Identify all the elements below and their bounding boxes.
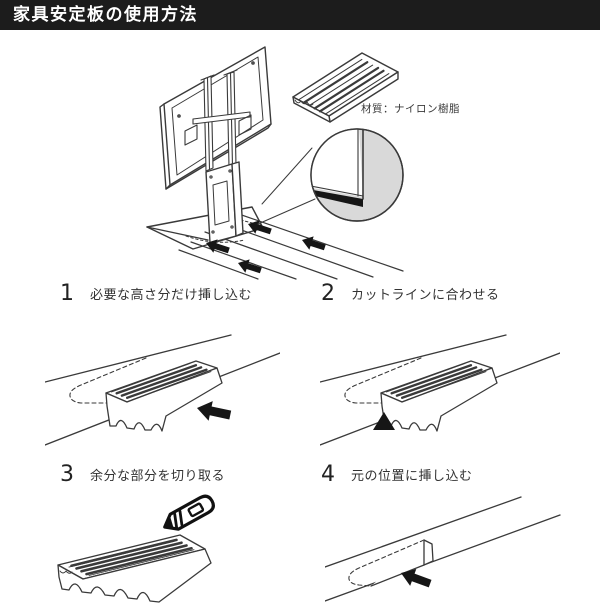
insert-arrow-icon <box>197 401 232 421</box>
stabilizer-plate-drawing <box>380 360 498 432</box>
step-1-label: 必要な高さ分だけ挿し込む <box>90 287 253 303</box>
step-2-label: カットラインに合わせる <box>351 287 500 303</box>
step-4-label: 元の位置に挿し込む <box>351 468 473 484</box>
step-2-illustration <box>320 334 560 446</box>
base-plate-drawing <box>146 206 264 250</box>
step-1-illustration <box>45 334 280 446</box>
material-label: 材質：ナイロン樹脂 <box>361 103 460 115</box>
insert-arrow-icon <box>401 568 432 588</box>
step-4-header: 4 元の位置に挿し込む <box>321 461 473 487</box>
step-3-label: 余分な部分を切り取る <box>90 468 226 484</box>
step-4-illustration <box>325 496 561 602</box>
hidden-plate-outline <box>69 357 147 404</box>
utility-knife-icon <box>163 494 215 531</box>
cut-line-triangle-icon <box>373 412 395 430</box>
stabilizer-plate-drawing <box>105 360 223 432</box>
magnifier-detail-icon <box>310 128 404 222</box>
page-title: 家具安定板の使用方法 <box>13 5 198 25</box>
stand-column-drawing <box>184 69 252 244</box>
hidden-plate-outline <box>344 357 422 404</box>
step-2-header: 2 カットラインに合わせる <box>321 280 500 306</box>
step-4-number: 4 <box>321 461 335 487</box>
step-2-number: 2 <box>321 280 335 306</box>
step-1-header: 1 必要な高さ分だけ挿し込む <box>60 280 253 306</box>
step-3-illustration <box>57 494 215 603</box>
stabilizer-plate-drawing <box>57 534 212 603</box>
title-bar: 家具安定板の使用方法 <box>0 0 600 30</box>
step-3-header: 3 余分な部分を切り取る <box>60 461 226 487</box>
step-3-number: 3 <box>60 461 74 487</box>
tv-stand-overview-illustration <box>146 46 404 280</box>
stabilizer-strips-drawing <box>178 211 404 280</box>
hidden-plate-outline <box>348 539 425 587</box>
stabilizer-plate-icon <box>292 52 399 123</box>
step-1-number: 1 <box>60 280 74 306</box>
